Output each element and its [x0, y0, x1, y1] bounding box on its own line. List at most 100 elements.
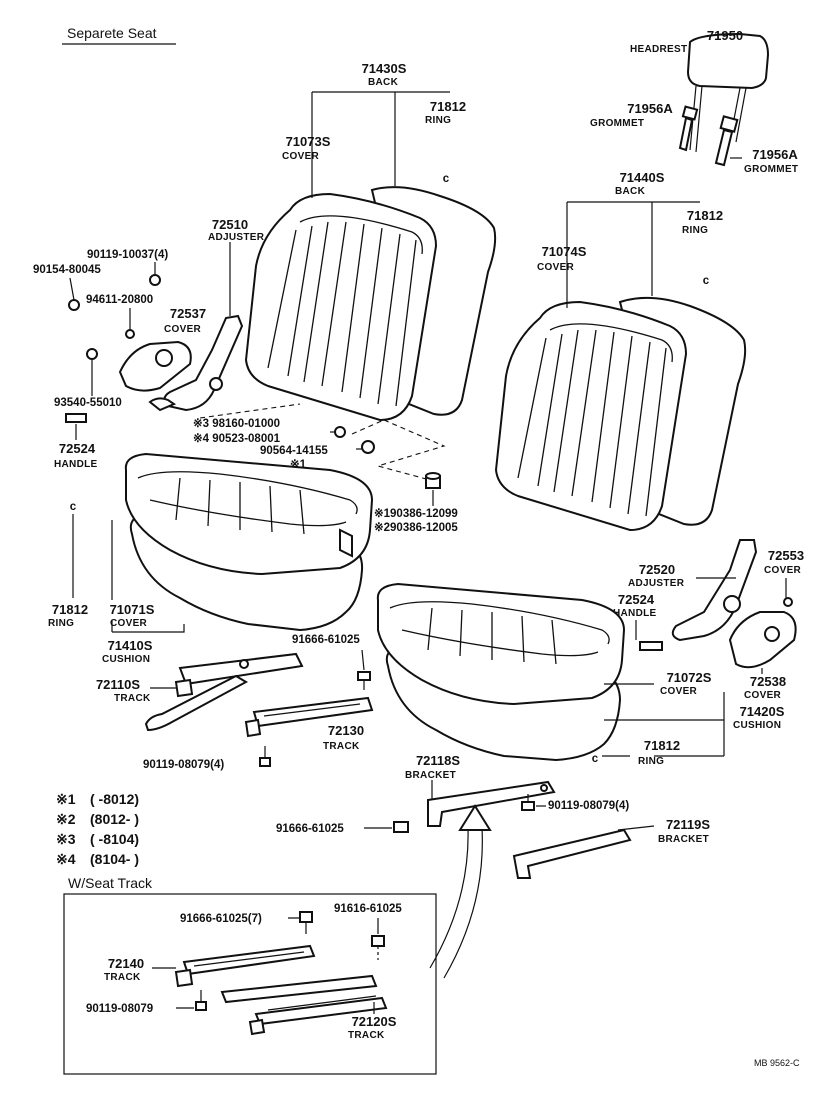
- part-71812-a-name: RING: [425, 115, 451, 126]
- part-71956a-right-number: 71956A: [752, 147, 798, 162]
- track-72120s-illustration: [220, 974, 388, 1036]
- right-seat-back-illustration: [494, 296, 747, 532]
- legend-range-3: ( -8104): [90, 831, 139, 847]
- part-91666-b-number: 91666-61025: [276, 823, 344, 835]
- part-72538-name: COVER: [744, 690, 782, 701]
- part-71071s-number: 71071S: [110, 602, 155, 617]
- part-72118s-number: 72118S: [416, 753, 460, 768]
- dashed-assembly-line-1: [376, 419, 446, 481]
- part-90119-08079-b-number: 90119-08079(4): [548, 800, 629, 812]
- part-72524-left-number: 72524: [59, 441, 96, 456]
- part-94611-20800-number: 94611-20800: [86, 294, 153, 306]
- part-91666-c-number: 91666-61025(7): [180, 913, 262, 925]
- part-72140-name: TRACK: [104, 972, 141, 983]
- part-71812-b-name: RING: [682, 225, 708, 236]
- leader-90154-80045: [69, 277, 75, 301]
- track-72140-illustration: [174, 944, 316, 988]
- right-seat-cushion-illustration: [376, 582, 626, 762]
- part-72510-name: ADJUSTER: [208, 232, 265, 243]
- bolt-91666-a-illustration: [357, 671, 371, 690]
- part-72538-number: 72538: [750, 674, 786, 689]
- track-72110s-illustration: [144, 652, 304, 732]
- part-72553-name: COVER: [764, 565, 802, 576]
- part-71812-d-number: 71812: [644, 738, 680, 753]
- part-71812-b-number: 71812: [687, 208, 723, 223]
- part-71440s-number: 71440S: [620, 170, 665, 185]
- part-71956a-left-number: 71956A: [627, 101, 673, 116]
- part-71812-d-name: RING: [638, 756, 664, 767]
- leader-71072s-71420s: [604, 683, 725, 757]
- headrest-illustration: [686, 32, 770, 153]
- inset-arrow-line-2: [443, 827, 483, 979]
- legend-mark-3: ※3: [56, 831, 76, 847]
- dashed-assembly-line-3: [199, 403, 301, 419]
- bracket-72118s-illustration: [427, 780, 556, 827]
- part-71074s-number: 71074S: [542, 244, 587, 259]
- part-72520-number: 72520: [639, 562, 675, 577]
- part-71073s-name: COVER: [282, 151, 320, 162]
- leader-71440s: [566, 201, 700, 308]
- part-190386-number: ※190386-12099: [374, 507, 458, 520]
- inset-title: W/Seat Track: [68, 875, 153, 891]
- part-71410s-number: 71410S: [108, 638, 153, 653]
- part-72120s-name: TRACK: [348, 1030, 385, 1041]
- part-72537-number: 72537: [170, 306, 206, 321]
- leader-72119s: [617, 825, 655, 831]
- part-72130-name: TRACK: [323, 741, 360, 752]
- ring-71812-c-icon: c: [70, 501, 77, 513]
- left-adjuster-illustration: [68, 274, 244, 412]
- part-71812-c-name: RING: [48, 618, 74, 629]
- inset-arrow-line: [429, 827, 469, 969]
- washer-illustrations: [334, 426, 441, 489]
- part-71073s-number: 71073S: [286, 134, 331, 149]
- part-71956a-left-name: GROMMET: [590, 118, 644, 129]
- track-72130-illustration: [244, 696, 374, 738]
- part-71420s-name: CUSHION: [733, 720, 781, 731]
- part-72520-name: ADJUSTER: [628, 578, 685, 589]
- part-72510-number: 72510: [212, 217, 248, 232]
- part-72524-right-number: 72524: [618, 592, 655, 607]
- footer-code: MB 9562-C: [754, 1058, 800, 1068]
- part-71072s-name: COVER: [660, 686, 698, 697]
- bolt-90119-b-illustration: [521, 794, 535, 811]
- part-72524-left-name: HANDLE: [54, 459, 97, 470]
- part-290386-number: ※290386-12005: [374, 521, 458, 534]
- part-71074s-name: COVER: [537, 262, 575, 273]
- legend-mark-4: ※4: [56, 851, 76, 867]
- bolt-90119-a-illustration: [259, 746, 271, 767]
- leader-71430s: [311, 91, 450, 198]
- part-71440s-name: BACK: [615, 186, 646, 197]
- part-71430s-number: 71430S: [362, 61, 407, 76]
- part-90119-08079-a-number: 90119-08079(4): [143, 759, 224, 771]
- left-seat-back-illustration: [244, 186, 497, 422]
- legend-range-1: ( -8012): [90, 791, 139, 807]
- diagram-title: Separete Seat: [67, 25, 157, 41]
- leader-71071s: [111, 520, 185, 633]
- legend-mark-2: ※2: [56, 811, 76, 827]
- grommet-right-illustration: [714, 115, 739, 167]
- part-71420s-number: 71420S: [740, 704, 785, 719]
- bolt-91666-b-illustration: [393, 821, 409, 833]
- part-90523-number: ※4 90523-08001: [193, 432, 281, 445]
- part-71950-name: HEADREST: [630, 44, 687, 55]
- ring-71812-d-icon: c: [592, 753, 599, 765]
- part-72537-name: COVER: [164, 324, 202, 335]
- bolt-90119-c-illustration: [195, 990, 207, 1011]
- legend-mark-1: ※1: [56, 791, 76, 807]
- bolt-91666-c-illustration: [299, 911, 313, 934]
- part-91616-number: 91616-61025: [334, 903, 402, 915]
- bolt-91616-illustration: [371, 935, 385, 960]
- legend: ※1 ( -8012) ※2 (8012- ) ※3 ( -8104) ※4 (…: [56, 791, 139, 867]
- part-72130-number: 72130: [328, 723, 364, 738]
- inset-box: [63, 893, 437, 1075]
- leader-91666-a: [361, 649, 365, 671]
- part-71812-a-number: 71812: [430, 99, 466, 114]
- part-72110s-number: 72110S: [96, 677, 140, 692]
- part-98160-number: ※3 98160-01000: [193, 417, 280, 430]
- part-72119s-number: 72119S: [666, 817, 710, 832]
- part-71812-c-number: 71812: [52, 602, 88, 617]
- part-90154-80045-number: 90154-80045: [33, 264, 101, 276]
- part-72118s-name: BRACKET: [405, 770, 456, 781]
- part-72553-number: 72553: [768, 548, 804, 563]
